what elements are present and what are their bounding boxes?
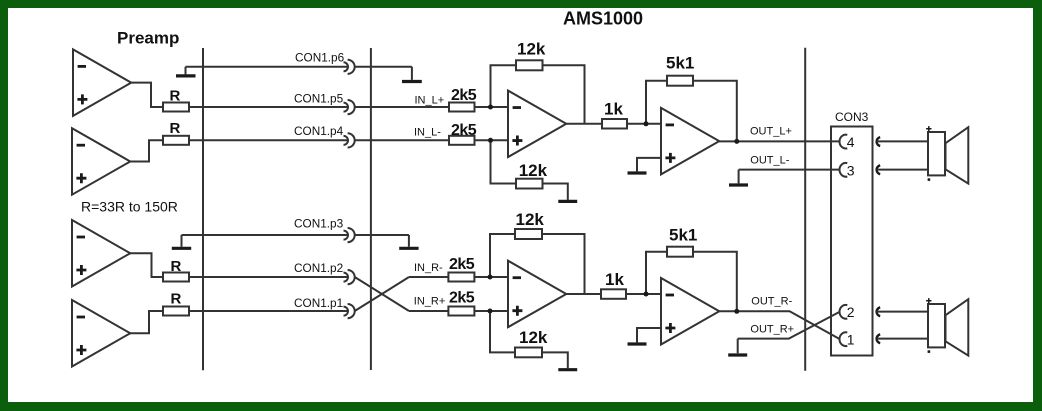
svg-text:5k1: 5k1: [666, 54, 694, 73]
svg-text:CON1.p1: CON1.p1: [294, 296, 343, 310]
svg-text:CON1.p6: CON1.p6: [295, 51, 345, 65]
svg-text:2k5: 2k5: [449, 256, 475, 273]
svg-text:12k: 12k: [517, 40, 546, 59]
svg-text:R=33R to 150R: R=33R to 150R: [81, 199, 178, 215]
svg-text:CON3: CON3: [835, 110, 869, 124]
svg-text:IN_L+: IN_L+: [415, 95, 445, 107]
svg-text:IN_R+: IN_R+: [414, 296, 446, 308]
svg-text:CON1.p5: CON1.p5: [294, 92, 344, 106]
svg-text:12k: 12k: [516, 210, 545, 229]
svg-text:1k: 1k: [604, 100, 623, 119]
svg-text:CON1.p4: CON1.p4: [294, 124, 344, 138]
svg-text:Preamp: Preamp: [117, 29, 179, 48]
svg-text:AMS1000: AMS1000: [563, 9, 643, 29]
svg-text:IN_L-: IN_L-: [414, 126, 441, 138]
svg-text:2: 2: [847, 304, 855, 320]
svg-text:OUT_R+: OUT_R+: [750, 324, 794, 336]
svg-text:CON1.p2: CON1.p2: [294, 261, 343, 275]
svg-text:1k: 1k: [605, 270, 624, 289]
svg-text:OUT_L-: OUT_L-: [750, 155, 789, 167]
svg-text:12k: 12k: [519, 328, 548, 347]
svg-text:2k5: 2k5: [451, 87, 477, 104]
svg-text:R: R: [170, 120, 181, 137]
svg-text:1: 1: [847, 331, 855, 347]
svg-text:3: 3: [847, 162, 855, 178]
svg-text:R: R: [171, 291, 182, 308]
svg-text:OUT_L+: OUT_L+: [750, 126, 792, 138]
svg-text:R: R: [170, 88, 181, 105]
svg-text:IN_R-: IN_R-: [414, 262, 443, 274]
svg-text:CON1.p3: CON1.p3: [294, 217, 344, 231]
svg-text:R: R: [171, 258, 182, 275]
svg-text:2k5: 2k5: [451, 122, 477, 139]
svg-text:OUT_R-: OUT_R-: [751, 296, 792, 308]
svg-text:5k1: 5k1: [669, 226, 697, 245]
svg-text:12k: 12k: [519, 161, 548, 180]
svg-text:2k5: 2k5: [449, 290, 475, 307]
svg-text:4: 4: [847, 134, 855, 150]
